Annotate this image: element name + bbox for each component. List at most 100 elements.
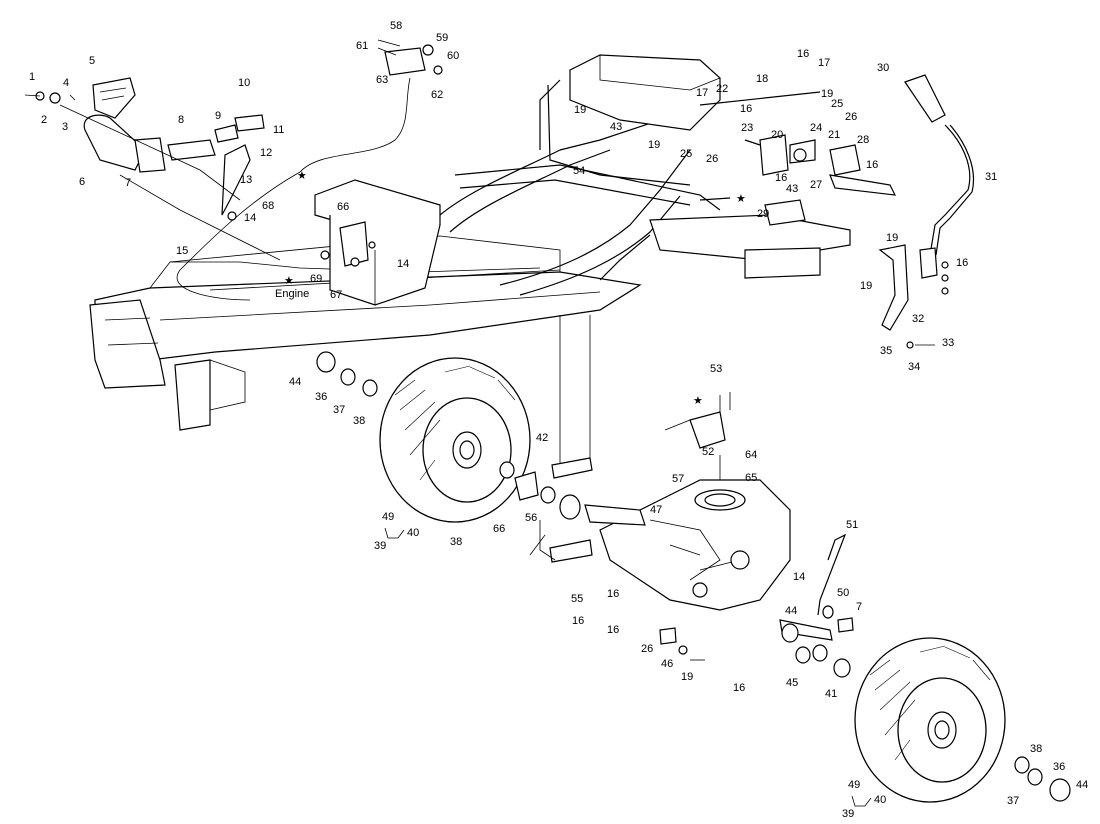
label-52: 52 [702,446,714,458]
label-25b: 25 [831,98,843,110]
label-16g: 16 [572,615,584,627]
label-7b: 7 [856,601,862,613]
label-7: 7 [125,177,131,189]
label-38c: 38 [1030,743,1042,755]
label-40a: 40 [407,527,419,539]
label-17a: 17 [818,57,830,69]
label-43b: 43 [786,183,798,195]
label-5: 5 [89,55,95,67]
right-control-parts [699,91,897,226]
control-cable [299,77,411,173]
star-marker: ★ [736,193,746,205]
label-42: 42 [536,432,548,444]
group-bracket [384,527,405,539]
label-54: 54 [573,165,585,177]
label-15: 15 [176,245,188,257]
label-39a: 39 [374,540,386,552]
right-wheel [854,637,1071,803]
label-19b: 19 [648,139,660,151]
label-23: 23 [741,122,753,134]
label-43a: 43 [610,121,622,133]
label-55: 55 [571,593,583,605]
label-34: 34 [908,361,920,373]
seat-bracket-parts [320,221,376,267]
label-16i: 16 [733,682,745,694]
label-26c: 26 [641,643,653,655]
label-61: 61 [356,40,368,52]
label-58: 58 [390,20,402,32]
label-26a: 26 [706,153,718,165]
label-21: 21 [828,129,840,141]
label-33: 33 [942,337,954,349]
label-41: 41 [825,688,837,700]
label-36a: 36 [315,391,327,403]
label-68: 68 [262,200,274,212]
label-11: 11 [273,124,284,136]
label-29: 29 [757,208,769,220]
label-39b: 39 [842,808,854,820]
star-marker: ★ [297,170,307,182]
label-1: 1 [29,71,35,83]
label-16d: 16 [775,172,787,184]
label-40b: 40 [874,794,886,806]
label-57: 57 [672,473,684,485]
chassis-frame [89,54,851,470]
label-9: 9 [215,110,221,122]
label-32: 32 [912,313,924,325]
left-wheel [316,351,531,523]
label-6: 6 [79,176,85,188]
label-65: 65 [745,472,757,484]
label-37b: 37 [1007,795,1019,807]
label-26b: 26 [845,111,857,123]
label-20: 20 [771,129,783,141]
label-16f: 16 [607,588,619,600]
label-19d: 19 [886,232,898,244]
lift-lever [878,74,974,349]
label-16h: 16 [607,624,619,636]
label-27: 27 [810,179,822,191]
engine-cable [176,171,301,301]
label-2: 2 [41,114,47,126]
label-44c: 44 [1076,779,1088,791]
label-28: 28 [857,134,869,146]
star-marker: ★ [284,275,294,287]
label-engine: Engine [275,288,309,300]
label-51: 51 [846,519,858,531]
label-35: 35 [880,345,892,357]
label-25a: 25 [680,148,692,160]
label-66b: 66 [493,523,505,535]
label-19c: 19 [821,88,833,100]
label-64: 64 [745,449,757,461]
label-12: 12 [260,147,272,159]
label-67: 67 [330,289,342,301]
label-3: 3 [62,121,68,133]
label-10: 10 [238,77,250,89]
label-8: 8 [178,114,184,126]
label-50: 50 [837,587,849,599]
label-53: 53 [710,363,722,375]
label-16e: 16 [956,257,968,269]
label-60: 60 [447,50,459,62]
label-13: 13 [240,174,252,186]
label-62: 62 [431,89,443,101]
label-16b: 16 [740,103,752,115]
label-44b: 44 [785,605,797,617]
label-19a: 19 [574,104,586,116]
label-46: 46 [661,658,673,670]
label-31: 31 [985,171,997,183]
label-37a: 37 [333,404,345,416]
label-14b: 14 [397,258,409,270]
label-18: 18 [756,73,768,85]
label-14: 14 [244,212,256,224]
label-38a: 38 [353,415,365,427]
label-47: 47 [650,504,662,516]
label-16a: 16 [797,48,809,60]
label-38b: 38 [450,536,462,548]
transaxle [514,392,854,678]
label-36b: 36 [1053,761,1065,773]
label-44a: 44 [289,376,301,388]
pedal-assembly [24,77,281,261]
label-19f: 19 [681,671,693,683]
label-45: 45 [786,677,798,689]
